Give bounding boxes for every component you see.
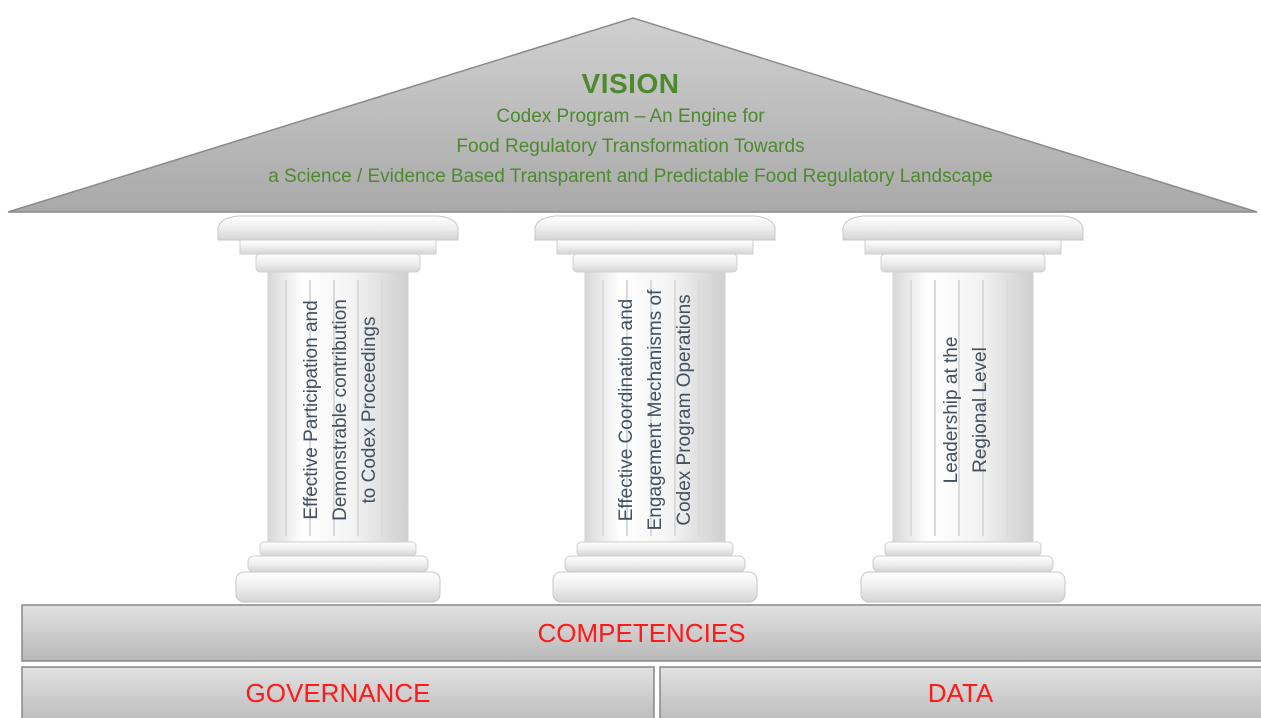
pillar-label-line: Demonstrable contribution (329, 299, 351, 521)
pillar-label-line: Engagement Mechanisms of (644, 289, 666, 531)
vision-line: a Science / Evidence Based Transparent a… (268, 166, 993, 187)
vision-roof (7, 17, 1258, 213)
data-bar (659, 666, 1261, 718)
pillar-label-line: Codex Program Operations (673, 294, 695, 526)
governance-label: GOVERNANCE (245, 678, 431, 708)
vision-line: Food Regulatory Transformation Towards (456, 136, 805, 157)
pillar-1-label: Effective Participation and Demonstrable… (285, 220, 395, 600)
pillar-1 (217, 215, 459, 603)
pillar-label-line: Effective Participation and (300, 300, 322, 520)
governance-bar (21, 666, 655, 718)
vision-title: VISION (581, 68, 680, 99)
pillar-2 (534, 215, 776, 603)
data-label: DATA (927, 678, 994, 708)
pillar-2-label: Effective Coordination and Engagement Me… (600, 220, 710, 600)
pillar-3-label: Leadership at the Regional Level (911, 220, 1021, 600)
pillar-label-line: Regional Level (970, 347, 991, 473)
pillar-label-line: to Codex Proceedings (358, 316, 380, 504)
pillar-label-line: Leadership at the (941, 336, 962, 484)
pillar-label-line: Effective Coordination and (615, 298, 637, 522)
competencies-bar (21, 604, 1261, 662)
competencies-label: COMPETENCIES (537, 618, 746, 648)
pillar-3 (842, 215, 1084, 603)
vision-line: Codex Program – An Engine for (496, 106, 765, 127)
